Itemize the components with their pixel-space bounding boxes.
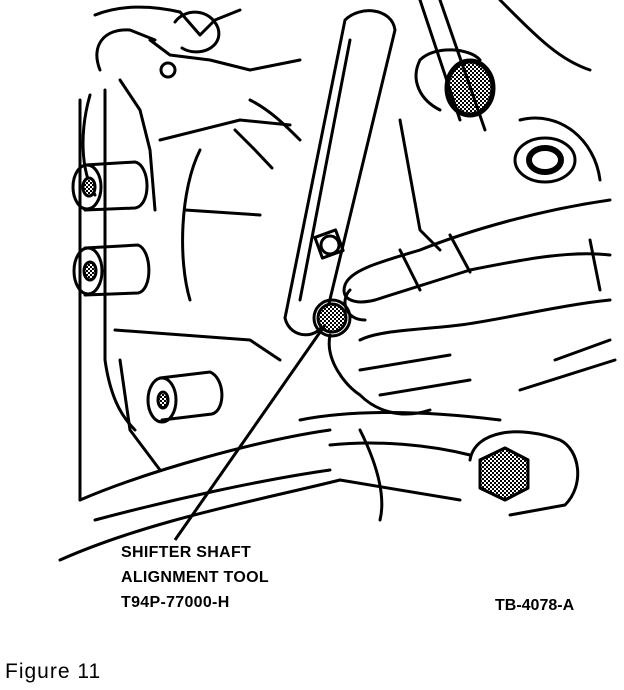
hand: [327, 198, 612, 416]
alignment-tool-bar: [283, 9, 397, 338]
callout-line-2: ALIGNMENT TOOL: [121, 569, 269, 586]
reference-code: TB-4078-A: [495, 597, 575, 614]
callout-line-1: SHIFTER SHAFT: [121, 544, 252, 561]
transmission-case: [58, 88, 342, 562]
lower-shafts: [298, 411, 502, 522]
bolt-boss-upper: [71, 160, 149, 212]
callout-line-3: T94P-77000-H: [121, 594, 230, 611]
figure-label: Figure 11: [5, 660, 102, 683]
housing-bracket: [81, 5, 302, 212]
bolt-boss-middle: [72, 243, 151, 297]
tool-callout: SHIFTER SHAFT ALIGNMENT TOOL T94P-77000-…: [121, 540, 269, 615]
hex-nut: [468, 430, 580, 517]
leader-line: [173, 324, 327, 541]
bolt-boss-lower: [146, 370, 224, 424]
shaft-housing: [398, 0, 617, 392]
